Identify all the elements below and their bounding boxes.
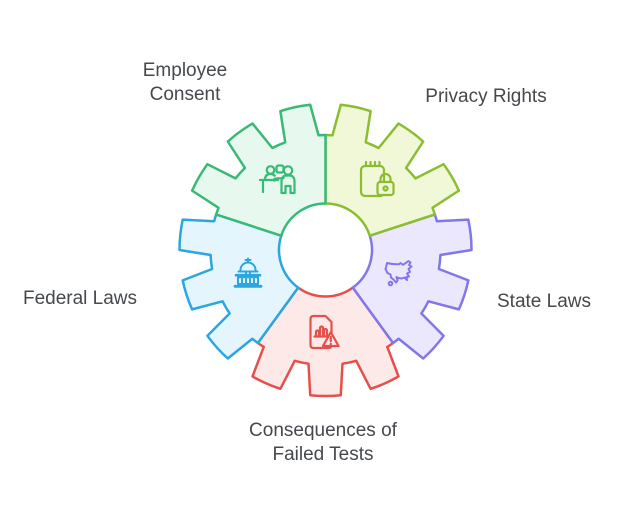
notepad-lock-icon <box>359 160 395 198</box>
segment-state-laws <box>351 213 473 360</box>
label-federal-laws: Federal Laws <box>22 288 138 309</box>
segment-privacy-rights <box>324 103 461 237</box>
label-privacy-rights: Privacy Rights <box>425 86 547 107</box>
capitol-icon <box>233 257 263 288</box>
usa-map-icon <box>384 260 413 287</box>
people-desk-icon <box>258 164 296 195</box>
label-consequences-of-failed-tests: Consequences of Failed Tests <box>249 420 397 465</box>
document-warning-icon <box>309 314 340 350</box>
segment-employee-consent <box>190 103 327 237</box>
label-employee-consent: Employee Consent <box>142 60 228 105</box>
gear-segments <box>178 103 473 398</box>
label-state-laws: State Laws <box>497 291 591 312</box>
